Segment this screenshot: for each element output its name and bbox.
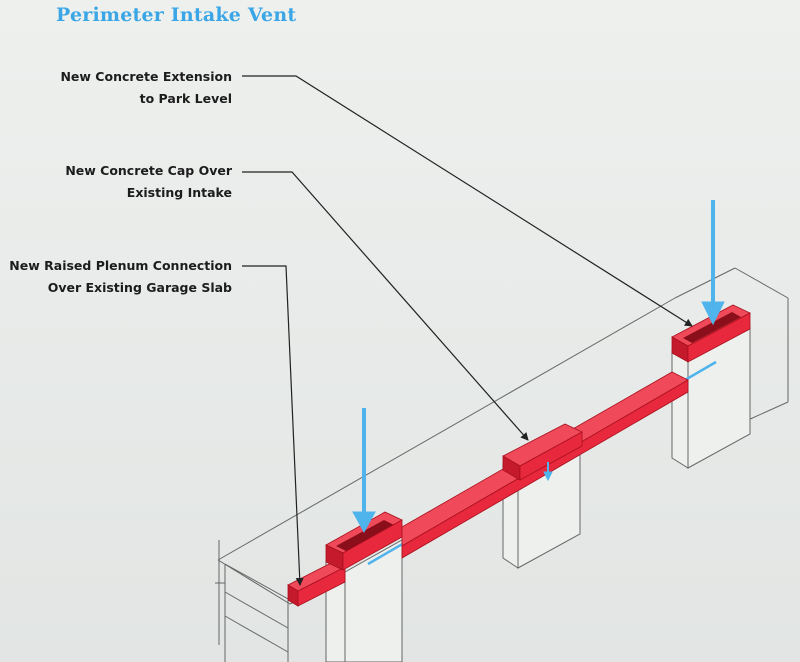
callout-raised-plenum: New Raised Plenum Connection Over Existi… [9, 255, 232, 299]
callout-concrete-cap: New Concrete Cap Over Existing Intake [65, 160, 232, 204]
callout-line-1: New Raised Plenum Connection [9, 258, 232, 273]
airflow-arrow-small [543, 462, 553, 482]
callout-line-2: to Park Level [139, 91, 232, 106]
leader-lines [242, 75, 693, 586]
callout-line-1: New Concrete Extension [60, 69, 232, 84]
callout-line-2: Over Existing Garage Slab [47, 280, 232, 295]
intake-box-right [671, 304, 751, 363]
airflow-arrow-right [701, 200, 725, 326]
garage-section [215, 540, 291, 662]
diagram-title: Perimeter Intake Vent [56, 4, 297, 26]
callout-line-1: New Concrete Cap Over [65, 163, 232, 178]
callout-line-2: Existing Intake [126, 185, 232, 200]
callout-concrete-extension: New Concrete Extension to Park Level [60, 66, 232, 110]
airflow-arrow-left [352, 408, 376, 534]
concrete-cap [401, 371, 689, 559]
